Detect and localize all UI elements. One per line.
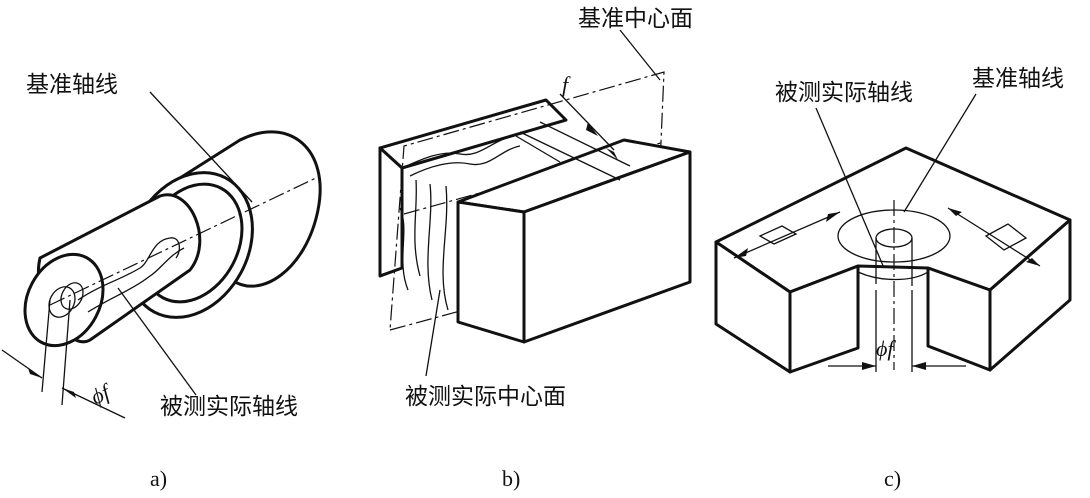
diagram-b: 基准中心面 被测实际中心面 f b) [378, 6, 693, 491]
tolerance-symbol-c: ϕf [876, 336, 896, 361]
diagram-a: 基准轴线 被测实际轴线 ϕf a) [1, 72, 322, 491]
measured-axis-label-a: 被测实际轴线 [160, 394, 298, 420]
datum-axis-label-c: 基准轴线 [972, 66, 1064, 92]
datum-leader-line [149, 91, 253, 203]
tolerance-dimension-b [519, 93, 631, 181]
datum-axis-label-a: 基准轴线 [26, 72, 118, 98]
left-section [788, 264, 860, 374]
datum-plane-label: 基准中心面 [578, 6, 693, 32]
measured-leader-c [815, 107, 885, 269]
right-block [456, 138, 692, 344]
caption-c: c) [884, 466, 901, 491]
top-dimensions [733, 207, 1041, 267]
measured-axis-label-c: 被测实际轴线 [775, 80, 913, 106]
measured-center-plane [399, 135, 561, 311]
small-cylinder [23, 193, 202, 348]
datum-axis-line [49, 175, 321, 306]
datum-leader-c [903, 93, 977, 213]
measured-plane-leader [425, 289, 441, 377]
tolerance-symbol-b: f [562, 72, 571, 97]
caption-a: a) [150, 466, 167, 491]
measured-plane-label: 被测实际中心面 [405, 384, 566, 410]
tolerance-dimension-c [828, 290, 966, 372]
diagram-c: 基准轴线 被测实际轴线 ϕf c) [714, 66, 1072, 491]
measured-leader-line [117, 287, 197, 396]
tolerance-dimension-a [1, 299, 126, 419]
tolerance-symbol-a: ϕf [87, 378, 116, 409]
caption-b: b) [502, 466, 520, 491]
datum-plane-leader [619, 29, 661, 81]
